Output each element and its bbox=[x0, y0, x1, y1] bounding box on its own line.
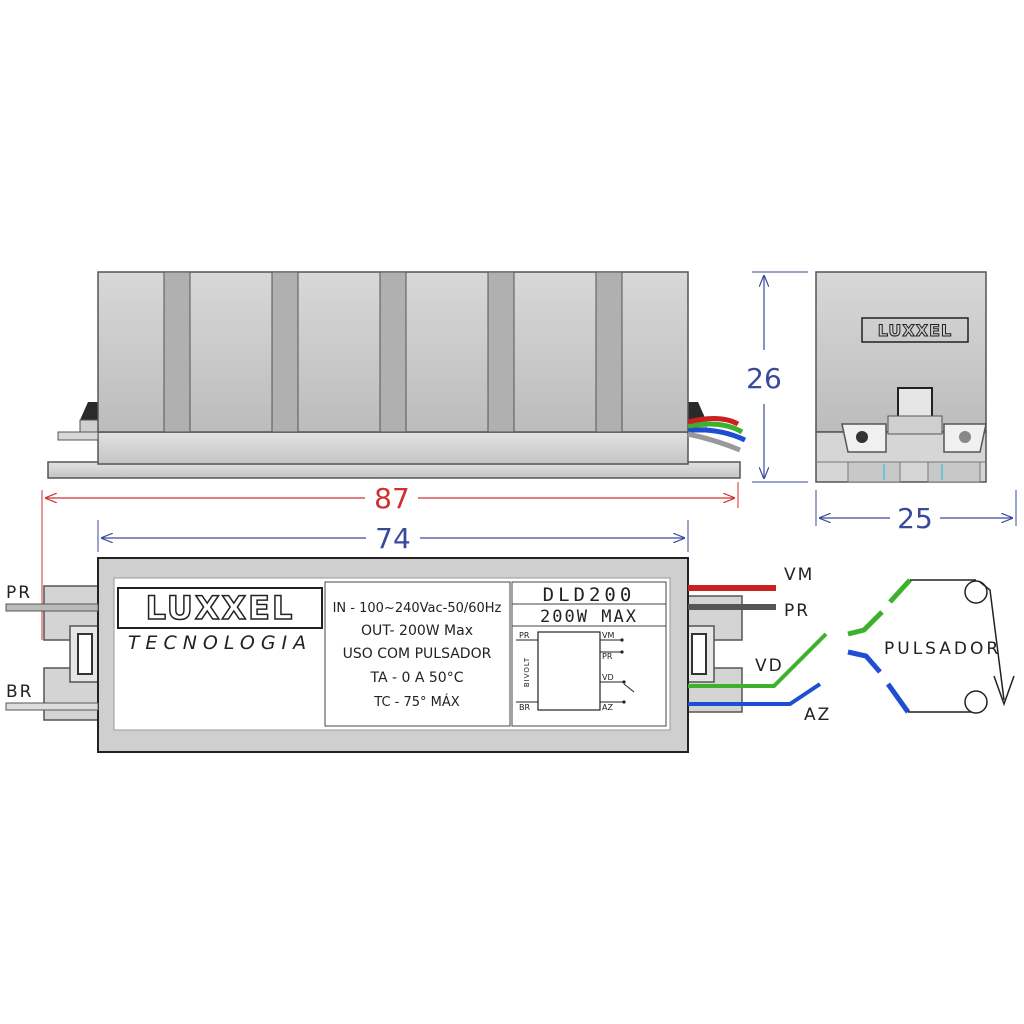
vm-label: VM bbox=[784, 565, 814, 585]
az-label: AZ bbox=[804, 705, 831, 725]
schem-pr-in: PR bbox=[519, 631, 530, 640]
schem-pr-out: PR bbox=[602, 652, 613, 661]
brand-logo: LUXXEL bbox=[146, 589, 295, 627]
schem-vm-out: VM bbox=[602, 631, 614, 640]
br-left-label: BR bbox=[6, 682, 33, 702]
end-logo-text: LUXXEL bbox=[878, 321, 952, 340]
side-view bbox=[47, 271, 747, 479]
brand-subtitle: TECNOLOGIA bbox=[128, 632, 312, 654]
model-power: 200W MAX bbox=[540, 607, 638, 627]
br-input-wire bbox=[5, 702, 99, 711]
overall-length-dimension: 87 bbox=[374, 482, 410, 515]
end-left-screw-icon bbox=[856, 431, 868, 443]
schematic-block bbox=[537, 631, 601, 711]
blue-dashed-lead bbox=[847, 649, 911, 714]
side-left-wire bbox=[57, 431, 99, 441]
switch-terminal-top-icon bbox=[964, 580, 988, 604]
schem-br-in: BR bbox=[519, 703, 530, 712]
pr-left-label: PR bbox=[6, 583, 32, 603]
depth-dimension: 25 bbox=[897, 502, 933, 535]
green-dashed-lead bbox=[847, 578, 912, 637]
pr-right-label: PR bbox=[784, 601, 810, 621]
pulsador-label: PULSADOR bbox=[884, 639, 1001, 659]
spec-line-3: USO COM PULSADOR bbox=[343, 646, 492, 662]
dimensions: 26 25 87 74 bbox=[41, 271, 1017, 640]
top-view: LUXXEL TECNOLOGIA IN - 100~240Vac-50/60H… bbox=[43, 557, 743, 753]
schem-az-out: AZ bbox=[602, 703, 613, 712]
spec-line-1: IN - 100~240Vac-50/60Hz bbox=[333, 601, 502, 616]
spec-line-2: OUT- 200W Max bbox=[361, 623, 473, 639]
end-center-tab bbox=[897, 387, 933, 419]
height-dimension: 26 bbox=[746, 362, 782, 395]
az-wire bbox=[688, 682, 822, 706]
heatsink-grooves bbox=[163, 271, 623, 433]
wiring-schematic: PR BR BIVOLT VM PR VD AZ bbox=[516, 631, 635, 712]
spec-line-4: TA - 0 A 50°C bbox=[370, 670, 464, 686]
body-length-dimension: 74 bbox=[375, 522, 411, 555]
wire-bundle-icon bbox=[687, 416, 747, 453]
side-left-clip bbox=[80, 402, 98, 420]
vd-label: VD bbox=[755, 656, 784, 676]
pulsador-switch: PULSADOR bbox=[847, 578, 1015, 714]
side-right-clip bbox=[688, 402, 706, 420]
end-right-screw-icon bbox=[959, 431, 971, 443]
pr-input-wire bbox=[5, 603, 99, 612]
schem-vd-out: VD bbox=[602, 673, 614, 682]
wires: PR BR VM PR VD AZ bbox=[5, 565, 831, 725]
end-view: LUXXEL bbox=[815, 271, 987, 483]
vd-wire bbox=[688, 632, 828, 688]
brand-logo-box bbox=[117, 587, 323, 629]
side-base-plate bbox=[97, 431, 689, 465]
switch-arrow-icon bbox=[993, 675, 1015, 707]
spec-line-5: TC - 75° MÁX bbox=[373, 694, 459, 710]
switch-terminal-bottom-icon bbox=[964, 690, 988, 714]
end-logo-box bbox=[861, 317, 969, 343]
schem-bivolt: BIVOLT bbox=[523, 657, 531, 687]
model-name: DLD200 bbox=[543, 584, 636, 606]
specs-box bbox=[324, 581, 511, 727]
